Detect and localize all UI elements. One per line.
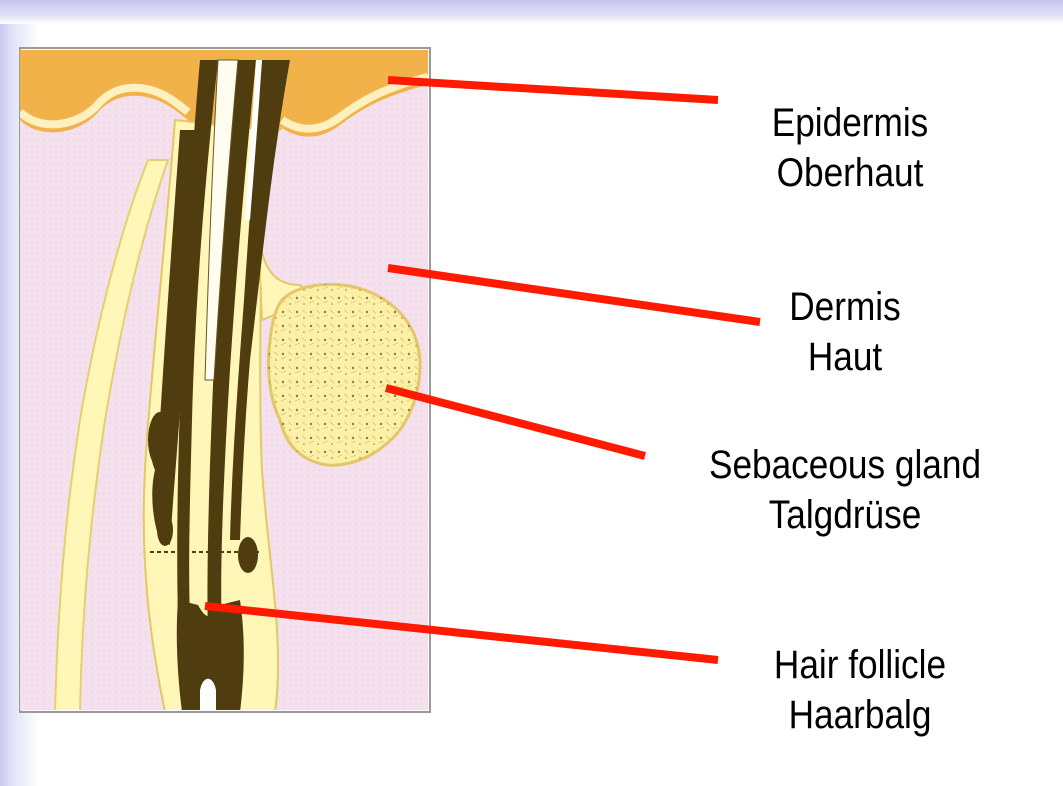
label-epidermis: Epidermis Oberhaut — [736, 98, 965, 198]
label-dermis-en: Dermis — [731, 282, 960, 332]
label-sebaceous-gland: Sebaceous gland Talgdrüse — [682, 440, 1008, 540]
label-hair-follicle: Hair follicle Haarbalg — [728, 640, 992, 740]
label-epidermis-en: Epidermis — [736, 98, 965, 148]
label-sebaceous-de: Talgdrüse — [682, 490, 1008, 540]
label-epidermis-de: Oberhaut — [736, 148, 965, 198]
label-dermis-de: Haut — [731, 332, 960, 382]
label-follicle-en: Hair follicle — [728, 640, 992, 690]
label-follicle-de: Haarbalg — [728, 690, 992, 740]
label-dermis: Dermis Haut — [731, 282, 960, 382]
pointer-line-dermis — [388, 268, 760, 322]
pointer-line-epidermis — [388, 80, 718, 100]
label-sebaceous-en: Sebaceous gland — [682, 440, 1008, 490]
